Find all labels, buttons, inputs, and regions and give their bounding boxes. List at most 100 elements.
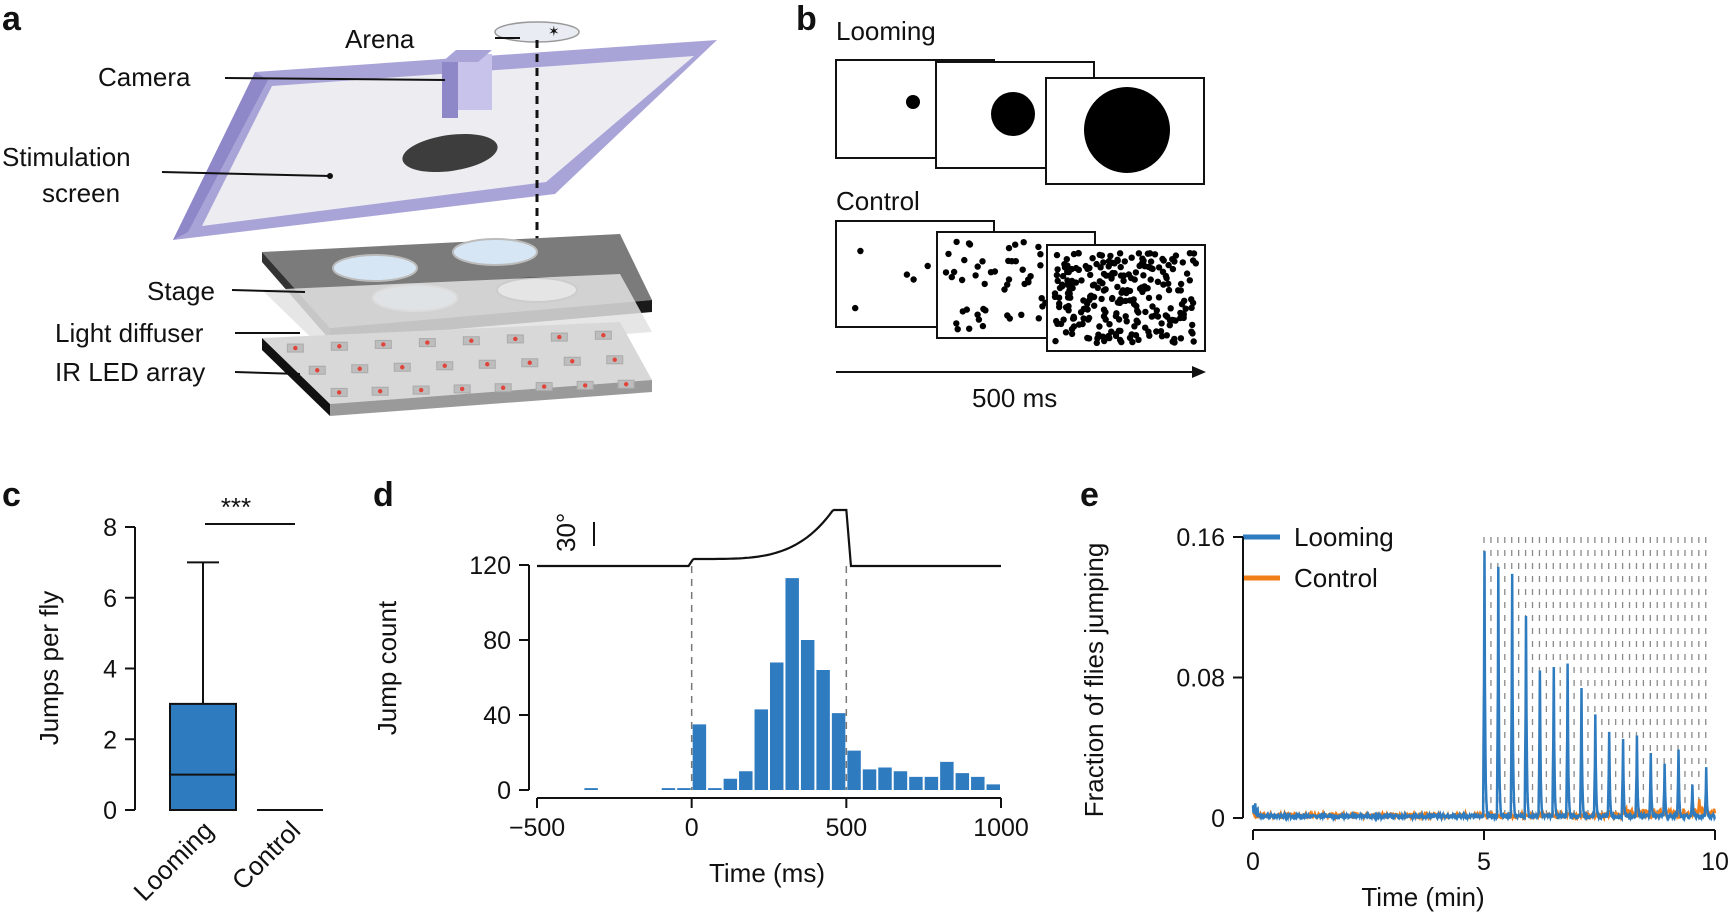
control-dot bbox=[1154, 313, 1162, 320]
led-array-side bbox=[330, 380, 652, 416]
control-dot bbox=[958, 276, 966, 284]
control-dot bbox=[1132, 269, 1140, 276]
control-dot bbox=[1087, 271, 1094, 279]
led-dot bbox=[400, 365, 405, 370]
control-dot bbox=[1108, 328, 1115, 335]
panel-b: b Looming Control 500 ms bbox=[796, 0, 1206, 413]
d-ytick-label: 80 bbox=[483, 627, 511, 655]
control-dot bbox=[987, 269, 995, 276]
control-dot bbox=[1006, 315, 1013, 322]
control-dot bbox=[1091, 302, 1098, 309]
e-xlabel: Time (min) bbox=[1361, 882, 1484, 912]
control-dot bbox=[959, 308, 966, 315]
c-category-label: Control bbox=[226, 815, 306, 895]
control-dot bbox=[1141, 263, 1149, 270]
c-significance: *** bbox=[221, 492, 251, 522]
e-xtick-label: 0 bbox=[1246, 848, 1260, 876]
d-bar bbox=[661, 788, 676, 790]
control-dot bbox=[1183, 270, 1191, 277]
control-dot bbox=[1057, 320, 1065, 328]
control-dot bbox=[974, 311, 981, 318]
control-dot bbox=[1128, 254, 1135, 261]
e-series-looming bbox=[1251, 551, 1717, 823]
led-array-side-left bbox=[262, 338, 330, 416]
control-dot bbox=[1078, 277, 1085, 284]
control-dot bbox=[1089, 255, 1096, 262]
control-dot bbox=[1087, 293, 1094, 300]
control-dot bbox=[1070, 323, 1078, 330]
control-dot bbox=[1147, 276, 1154, 283]
control-dot bbox=[1096, 278, 1104, 285]
control-dot bbox=[1165, 286, 1173, 294]
fly-icon: ✶ bbox=[548, 23, 560, 39]
control-dot bbox=[1112, 332, 1120, 340]
led-dot bbox=[513, 336, 518, 342]
control-dot bbox=[1116, 250, 1124, 257]
e-ytick-label: 0 bbox=[1211, 805, 1225, 833]
d-ytick-label: 120 bbox=[469, 552, 511, 580]
control-dot bbox=[1189, 257, 1197, 264]
control-dot bbox=[1053, 251, 1061, 259]
control-dot bbox=[953, 238, 960, 246]
leader-camera bbox=[224, 77, 446, 81]
control-dot bbox=[1053, 271, 1061, 279]
control-dot bbox=[1114, 283, 1121, 291]
control-dot bbox=[1054, 277, 1061, 285]
d-bar bbox=[909, 776, 923, 790]
control-dot bbox=[1163, 274, 1170, 282]
label-screen-2: screen bbox=[42, 178, 120, 208]
d-bar bbox=[831, 713, 846, 790]
control-dot bbox=[1035, 315, 1043, 322]
d-bar bbox=[800, 640, 815, 790]
c-ytick-label: 0 bbox=[103, 797, 117, 825]
label-screen-1: Stimulation bbox=[2, 142, 131, 172]
d-scale-label: 30° bbox=[551, 513, 581, 552]
control-dot bbox=[1167, 305, 1174, 312]
control-dot bbox=[1117, 263, 1124, 271]
control-dot bbox=[1106, 321, 1113, 328]
time-label: 500 ms bbox=[972, 383, 1057, 413]
control-dot bbox=[1139, 255, 1146, 262]
looming-disc bbox=[991, 92, 1035, 136]
panel-a: a ✶ Arena Camera bbox=[2, 0, 717, 416]
d-bar bbox=[816, 670, 830, 790]
control-dot bbox=[1131, 276, 1138, 283]
control-title: Control bbox=[836, 186, 920, 216]
led-dot bbox=[293, 345, 298, 351]
d-bar bbox=[723, 778, 738, 790]
d-xtick-label: 500 bbox=[825, 814, 867, 842]
c-ytick-label: 6 bbox=[103, 585, 117, 613]
control-dot bbox=[1061, 261, 1068, 268]
control-dot bbox=[1190, 250, 1198, 257]
control-dot bbox=[1157, 328, 1165, 335]
led-dot bbox=[485, 362, 490, 367]
control-dot bbox=[1101, 337, 1108, 345]
control-dot bbox=[1165, 261, 1172, 269]
led-dot bbox=[612, 357, 617, 362]
control-dot bbox=[1171, 335, 1178, 343]
control-dot bbox=[1132, 332, 1140, 339]
control-dot bbox=[1093, 260, 1100, 268]
control-dot bbox=[1093, 339, 1101, 347]
control-dot bbox=[1102, 309, 1109, 316]
looming-frames bbox=[835, 59, 1205, 185]
control-dot bbox=[975, 316, 983, 323]
led-dot bbox=[527, 360, 532, 365]
control-dot bbox=[1056, 300, 1063, 307]
e-xtick-label: 5 bbox=[1477, 848, 1491, 876]
legend-label-looming: Looming bbox=[1294, 522, 1394, 552]
control-dot bbox=[1064, 294, 1072, 301]
control-dot bbox=[1112, 312, 1120, 320]
d-bar bbox=[584, 788, 598, 790]
control-dot bbox=[857, 247, 864, 255]
panel-e: e Fraction of flies jumping Time (min) L… bbox=[1079, 476, 1729, 912]
d-bar bbox=[862, 769, 877, 790]
control-dot bbox=[1182, 305, 1189, 312]
d-ytick-label: 0 bbox=[497, 777, 511, 805]
control-frames bbox=[835, 220, 1206, 352]
control-dot bbox=[1070, 250, 1078, 258]
control-dot bbox=[1098, 295, 1105, 303]
